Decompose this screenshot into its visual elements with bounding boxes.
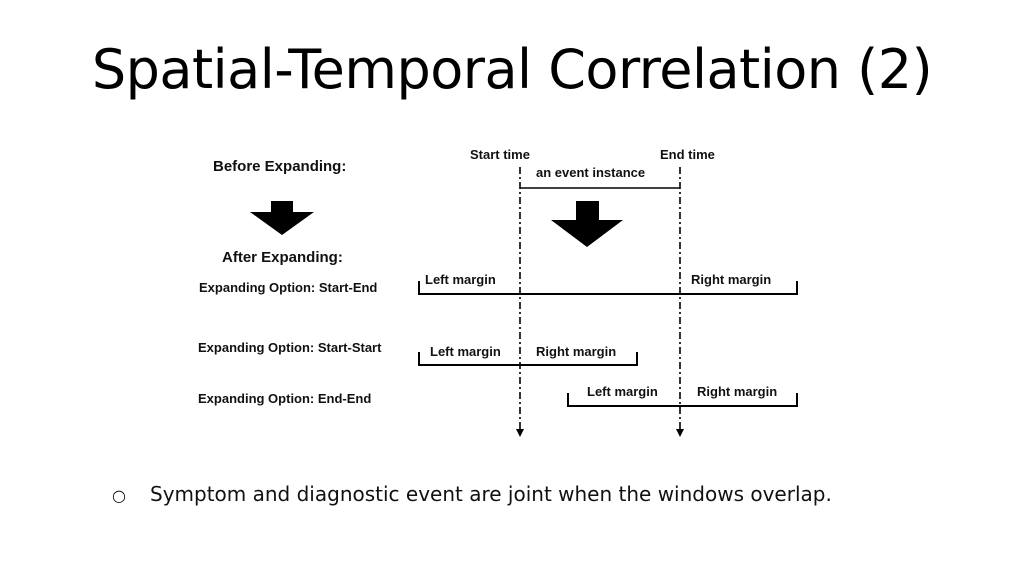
option-start-end-window (418, 281, 798, 295)
bullet-item: ○ Symptom and diagnostic event are joint … (112, 482, 972, 506)
start-time-label: Start time (470, 147, 530, 162)
option-start-start-right-margin: Right margin (536, 344, 616, 359)
option-end-end-left-margin: Left margin (587, 384, 658, 399)
end-line-arrowhead-icon (676, 429, 684, 437)
down-arrow-icon (250, 201, 314, 235)
event-instance-label: an event instance (536, 165, 645, 180)
slide-title: Spatial-Temporal Correlation (2) (91, 38, 933, 101)
end-time-label: End time (660, 147, 715, 162)
option-start-end-left-margin: Left margin (425, 272, 496, 287)
diagram-canvas: Before Expanding: After Expanding: Start… (198, 147, 798, 437)
option-end-end-window (567, 393, 798, 407)
bullet-text: Symptom and diagnostic event are joint w… (150, 482, 832, 506)
option-start-end-right-margin: Right margin (691, 272, 771, 287)
down-arrow-icon (551, 201, 623, 247)
option-start-start-label: Expanding Option: Start-Start (198, 340, 382, 355)
bullet-marker-icon: ○ (112, 486, 126, 505)
option-start-start-window (418, 352, 638, 366)
before-expanding-label: Before Expanding: (213, 158, 346, 175)
option-end-end-label: Expanding Option: End-End (198, 391, 371, 406)
start-line-arrowhead-icon (516, 429, 524, 437)
expanding-options-diagram: Before Expanding: After Expanding: Start… (190, 140, 820, 445)
option-end-end-right-margin: Right margin (697, 384, 777, 399)
option-start-end-label: Expanding Option: Start-End (199, 280, 377, 295)
option-start-start-left-margin: Left margin (430, 344, 501, 359)
after-expanding-label: After Expanding: (222, 249, 343, 266)
